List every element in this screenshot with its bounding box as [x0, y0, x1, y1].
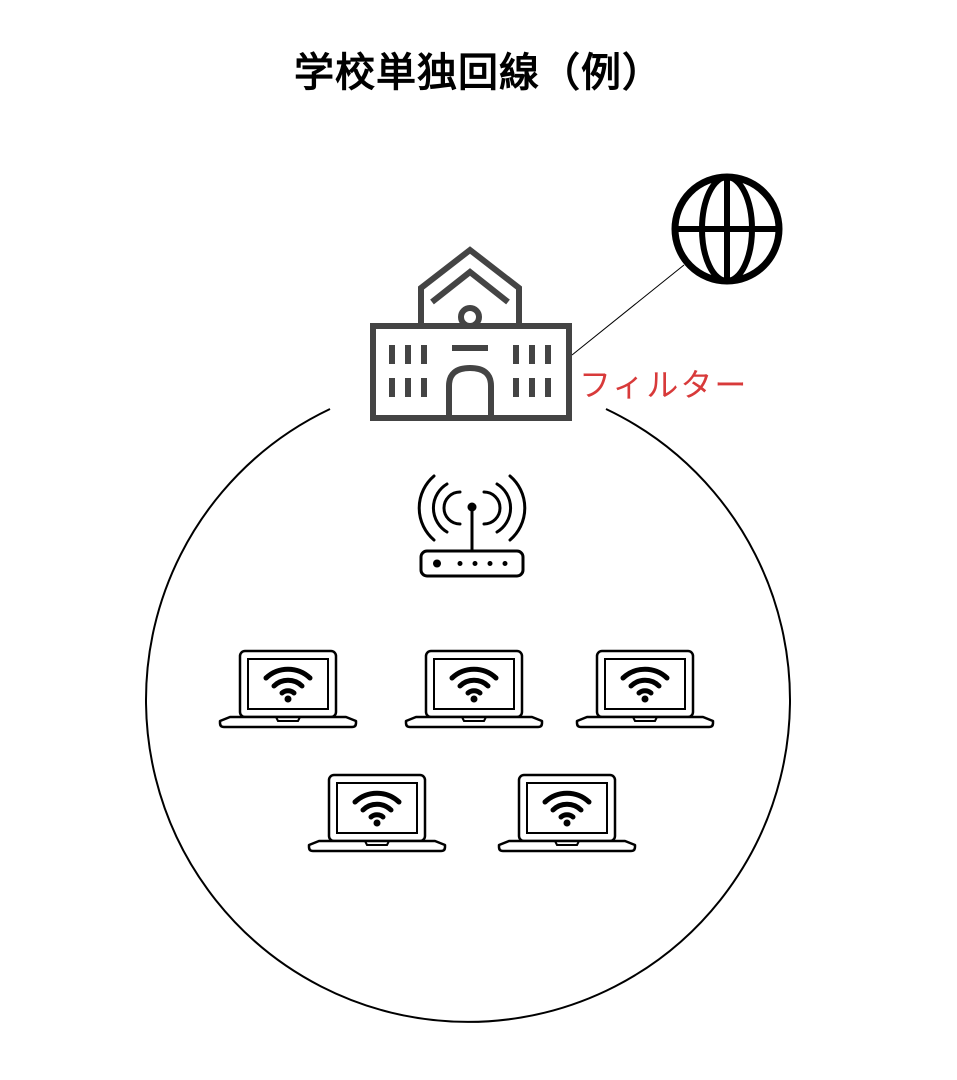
- wifi-router-icon: [417, 474, 527, 578]
- laptop-wifi-icon: [406, 651, 542, 727]
- globe-icon: [671, 173, 783, 285]
- diagram-title: 学校単独回線（例）: [294, 50, 663, 96]
- connection-line: [571, 264, 685, 356]
- school-network-boundary: [145, 408, 791, 1023]
- school-building-icon: [370, 246, 572, 421]
- laptop-wifi-icon: [309, 775, 445, 851]
- laptop-wifi-icon: [499, 775, 635, 851]
- laptop-wifi-icon: [577, 651, 713, 727]
- laptop-wifi-icon: [220, 651, 356, 727]
- filter-label: フィルター: [579, 366, 749, 404]
